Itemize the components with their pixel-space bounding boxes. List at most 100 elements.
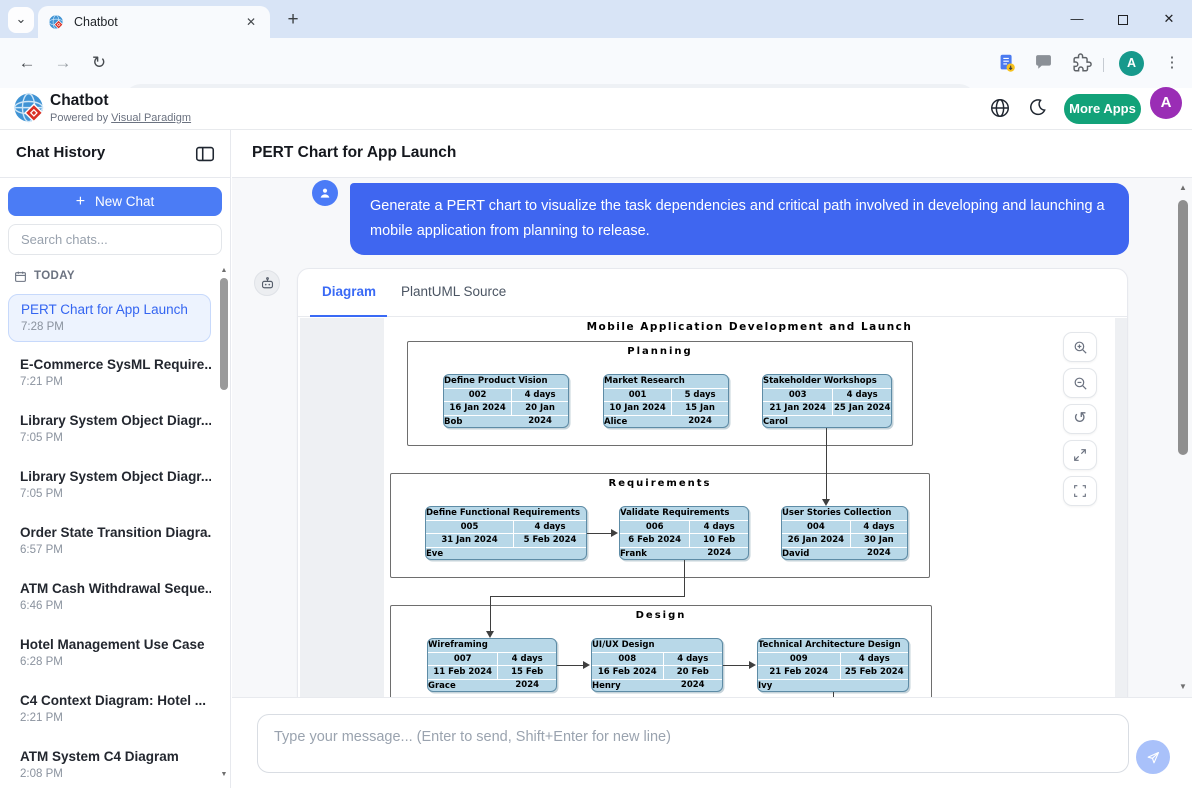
chat-list-item[interactable]: C4 Context Diagram: Hotel ... 2:21 PM	[8, 686, 211, 734]
task-box: Define Functional Requirements 0054 days…	[425, 506, 587, 560]
today-label: TODAY	[34, 270, 75, 282]
task-owner: Carol	[763, 415, 891, 428]
connector-line	[490, 597, 491, 631]
docs-extension-icon[interactable]	[996, 52, 1018, 74]
arrowhead	[583, 661, 590, 669]
browser-menu-button[interactable]: ⋮	[1162, 51, 1182, 75]
chat-messages-area[interactable]: Generate a PERT chart to visualize the t…	[232, 178, 1192, 697]
task-name: UI/UX Design	[592, 639, 722, 652]
search-input[interactable]	[8, 224, 222, 255]
message-input[interactable]	[257, 714, 1129, 773]
active-tab-underline	[310, 315, 387, 317]
task-name: Validate Requirements	[620, 507, 748, 520]
sidebar-scroll-down-icon[interactable]: ▼	[219, 770, 229, 780]
reset-view-button[interactable]: ↺	[1063, 404, 1097, 434]
task-name: Stakeholder Workshops	[763, 375, 891, 388]
expand-arrows-icon	[1072, 447, 1088, 463]
language-globe-icon[interactable]	[989, 97, 1013, 121]
visual-paradigm-favicon	[48, 14, 65, 31]
page-title: PERT Chart for App Launch	[252, 144, 456, 162]
user-message-avatar	[312, 180, 338, 206]
feedback-extension-icon[interactable]	[1033, 52, 1055, 74]
paper-plane-icon	[1145, 749, 1162, 766]
chevron-down-icon: ⌄	[16, 11, 27, 26]
connector-line	[490, 596, 685, 597]
chat-list-item[interactable]: Hotel Management Use Case 6:28 PM	[8, 630, 211, 678]
powered-by: Powered by Visual Paradigm	[50, 112, 191, 124]
collapse-sidebar-icon[interactable]	[194, 143, 216, 165]
chat-list-item[interactable]: Library System Object Diagr... 7:05 PM	[8, 462, 211, 510]
diagram-viewport[interactable]: Mobile Application Development and Launc…	[300, 318, 1127, 697]
browser-tab[interactable]: Chatbot ✕	[38, 6, 270, 38]
chat-list-item[interactable]: PERT Chart for App Launch 7:28 PM	[8, 294, 211, 342]
browser-toolbar: ← → ↻ ai-toolbox.visual-paradigm.com/app…	[0, 38, 1192, 88]
sidebar-scroll-up-icon[interactable]: ▲	[219, 266, 229, 276]
pert-diagram-canvas: Mobile Application Development and Launc…	[384, 318, 1115, 697]
send-button[interactable]	[1136, 740, 1170, 774]
back-button[interactable]: ←	[14, 50, 40, 76]
app-header: Chatbot Powered by Visual Paradigm More …	[0, 88, 1192, 130]
tab-diagram[interactable]: Diagram	[322, 284, 376, 299]
diagram-tabs: Diagram PlantUML Source	[298, 269, 1127, 317]
app-title: Chatbot	[50, 92, 109, 110]
chat-list-item[interactable]: E-Commerce SysML Require... 7:21 PM	[8, 350, 211, 398]
conversation-header: PERT Chart for App Launch	[232, 130, 1192, 178]
plus-icon: +	[76, 193, 85, 210]
chat-list-item[interactable]: Order State Transition Diagra... 6:57 PM	[8, 518, 211, 566]
zoom-in-button[interactable]	[1063, 332, 1097, 362]
task-name: Technical Architecture Design	[758, 639, 908, 652]
task-owner: Ivy	[758, 679, 908, 692]
extensions-puzzle-icon[interactable]	[1070, 52, 1092, 74]
chat-scroll-down-icon[interactable]: ▼	[1178, 682, 1188, 692]
tab-search-button[interactable]: ⌄	[8, 7, 34, 33]
reload-button[interactable]: ↻	[86, 50, 112, 76]
expand-button[interactable]	[1063, 440, 1097, 470]
diagram-card: Diagram PlantUML Source Mobile Applicati…	[297, 268, 1128, 697]
arrowhead	[822, 499, 830, 506]
task-box: Technical Architecture Design 0094 days …	[757, 638, 909, 692]
task-name: Define Functional Requirements	[426, 507, 586, 520]
connector-line	[684, 560, 685, 597]
more-apps-button[interactable]: More Apps	[1064, 94, 1141, 124]
browser-profile-avatar[interactable]: A	[1119, 51, 1144, 76]
chat-scroll-up-icon[interactable]: ▲	[1178, 183, 1188, 193]
new-tab-button[interactable]: +	[282, 9, 304, 31]
zoom-out-icon	[1072, 375, 1089, 392]
new-chat-label: New Chat	[95, 194, 154, 209]
task-box: Wireframing 0074 days 11 Feb 202415 Feb …	[427, 638, 557, 692]
connector-line	[557, 665, 583, 666]
dark-mode-moon-icon[interactable]	[1027, 97, 1051, 121]
sidebar-header: Chat History	[0, 130, 230, 178]
connector-line	[587, 533, 611, 534]
user-avatar[interactable]: A	[1150, 87, 1182, 119]
new-chat-button[interactable]: + New Chat	[8, 187, 222, 216]
zoom-out-button[interactable]	[1063, 368, 1097, 398]
sidebar-scrollbar[interactable]	[220, 278, 228, 390]
chat-scrollbar[interactable]	[1178, 200, 1188, 455]
minimize-button[interactable]: —	[1054, 0, 1100, 38]
fullscreen-button[interactable]	[1063, 476, 1097, 506]
tab-plantuml-source[interactable]: PlantUML Source	[401, 284, 506, 299]
connector-line	[723, 665, 749, 666]
tab-close-icon[interactable]: ✕	[242, 13, 260, 31]
maximize-button[interactable]	[1100, 0, 1146, 38]
task-owner: Eve	[426, 547, 586, 560]
close-button[interactable]: ✕	[1146, 0, 1192, 38]
sidebar-title: Chat History	[16, 144, 105, 161]
chat-list-item[interactable]: ATM Cash Withdrawal Seque... 6:46 PM	[8, 574, 211, 622]
fullscreen-corners-icon	[1072, 483, 1088, 499]
visual-paradigm-link[interactable]: Visual Paradigm	[111, 112, 191, 124]
task-name: Market Research	[604, 375, 728, 388]
task-box: Stakeholder Workshops 0034 days 21 Jan 2…	[762, 374, 892, 428]
forward-button[interactable]: →	[50, 50, 76, 76]
tab-title: Chatbot	[74, 15, 242, 29]
visual-paradigm-logo	[12, 91, 47, 126]
today-section-header: TODAY	[14, 266, 211, 286]
robot-icon	[259, 275, 276, 292]
reset-icon: ↺	[1073, 411, 1086, 427]
chat-list-item[interactable]: ATM System C4 Diagram 2:08 PM	[8, 742, 211, 788]
task-name: Define Product Vision	[444, 375, 568, 388]
toolbar-divider	[1103, 58, 1104, 72]
bot-avatar	[254, 270, 280, 296]
chat-list-item[interactable]: Library System Object Diagr... 7:05 PM	[8, 406, 211, 454]
